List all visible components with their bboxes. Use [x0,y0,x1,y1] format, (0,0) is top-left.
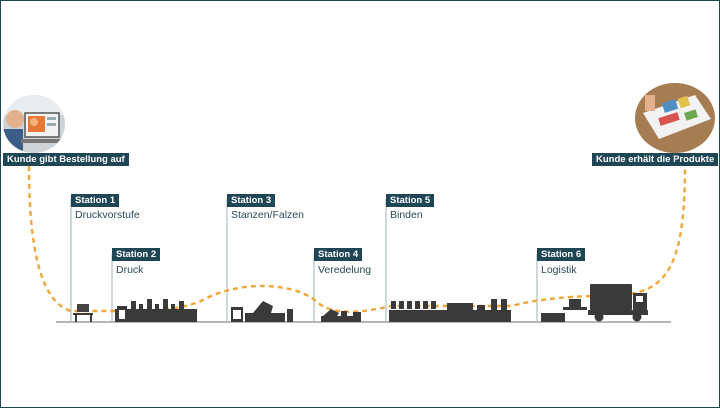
finishing-machine-icon [321,309,361,322]
customer-order-label: Kunde gibt Bestellung auf [3,153,129,166]
station-6-tag: Station 6 [537,248,586,261]
station-4-tag: Station 4 [314,248,363,261]
station-guide-lines [70,199,538,321]
prepress-computer-icon [73,304,93,322]
station-2-name: Druck [116,264,144,276]
die-cutter-icon [231,301,293,322]
customer-receive-photo [635,83,715,153]
station-5-tag: Station 5 [386,194,435,207]
flow-path [27,165,687,313]
station-3-name: Stanzen/Falzen [231,209,304,221]
station-1-name: Druckvorstufe [75,209,140,221]
binding-line-icon [389,299,511,322]
station-2-tag: Station 2 [112,248,161,261]
station-4-name: Veredelung [318,264,372,276]
customer-order-photo [3,95,65,153]
station-6-name: Logistik [541,264,577,276]
station-5-name: Binden [390,209,423,221]
delivery-truck-icon [541,284,648,322]
station-1-tag: Station 1 [71,194,120,207]
customer-receive-label: Kunde erhält die Produkte [592,153,719,166]
printing-press-icon [115,299,197,322]
station-3-tag: Station 3 [227,194,276,207]
